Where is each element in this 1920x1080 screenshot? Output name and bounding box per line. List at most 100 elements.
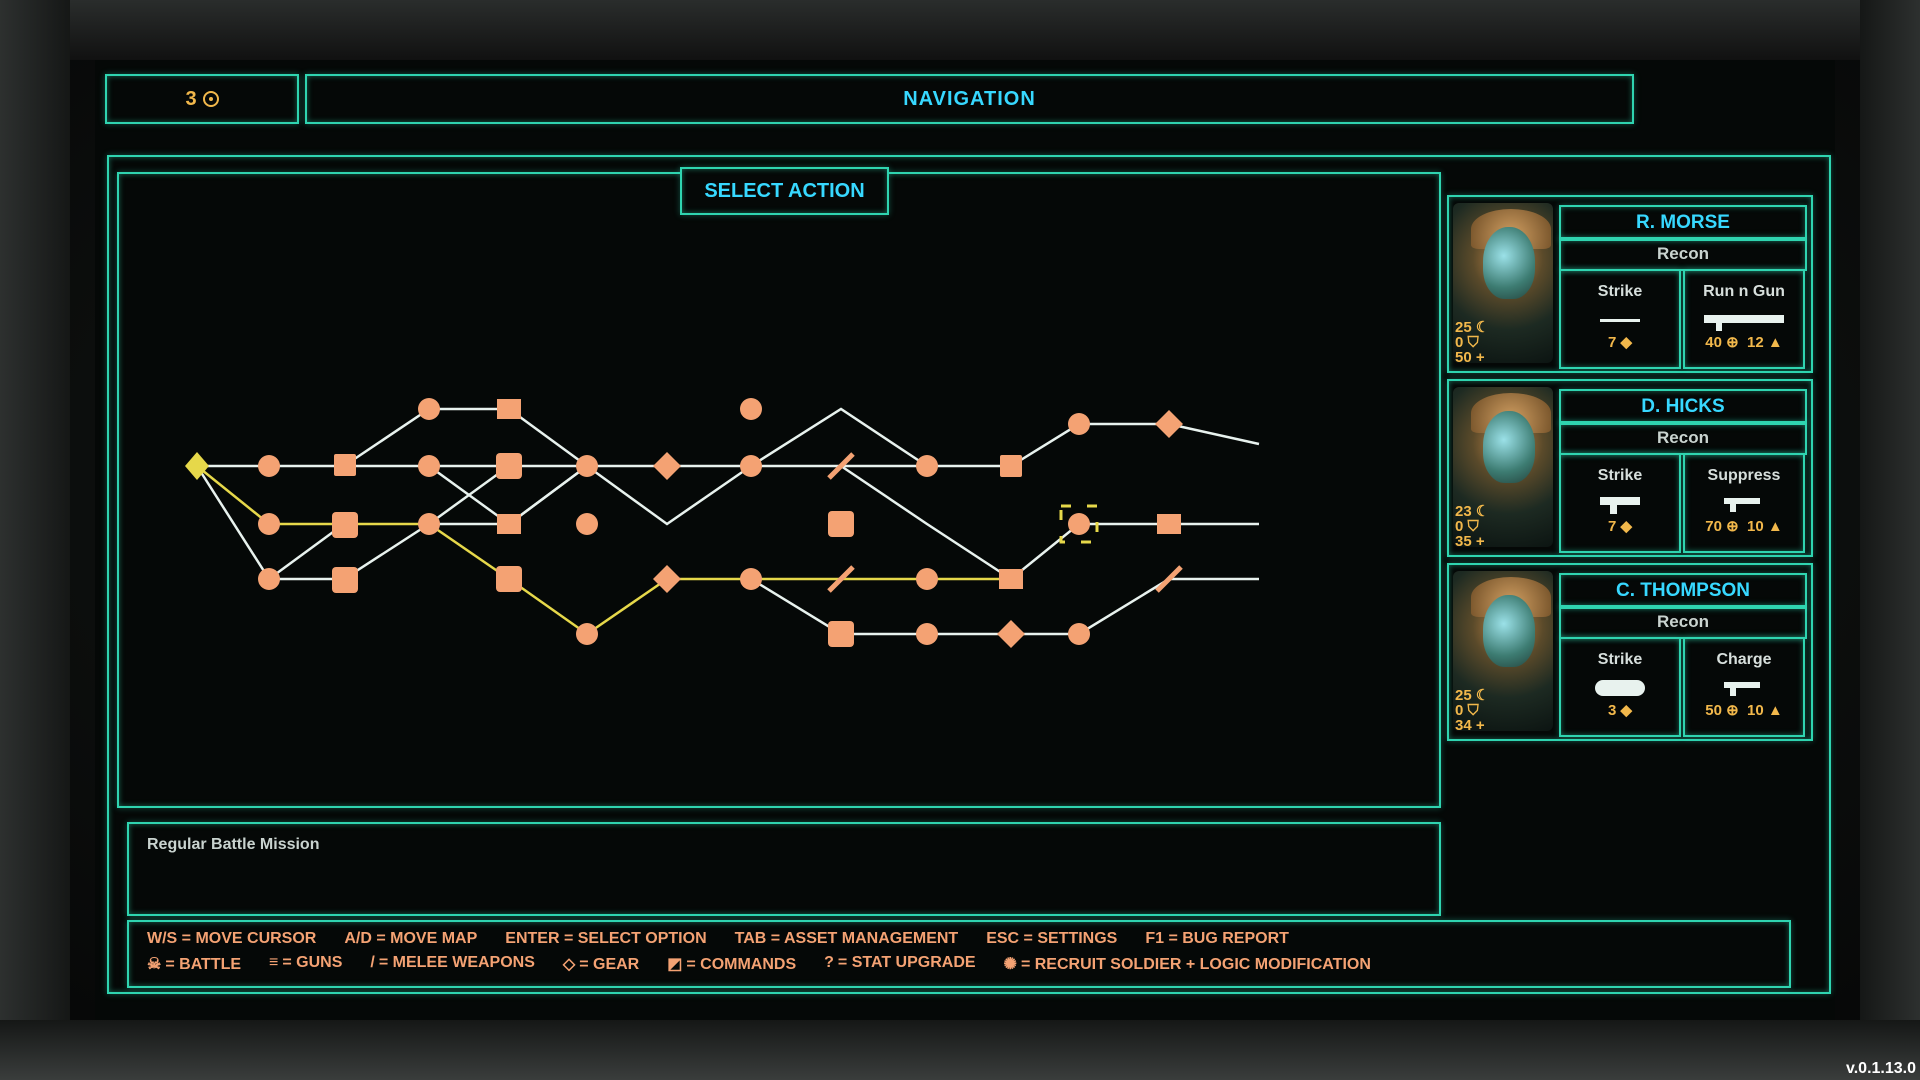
battle-node[interactable] bbox=[576, 513, 598, 535]
guns-icon: ≡ bbox=[269, 954, 279, 971]
select-action-header: SELECT ACTION bbox=[680, 167, 889, 215]
commands-node[interactable] bbox=[1000, 455, 1022, 477]
legend-recruit: ✺= RECRUIT SOLDIER + LOGIC MODIFICATION bbox=[1003, 956, 1371, 973]
ability-slot-1[interactable]: Strike 3 ◆ bbox=[1559, 637, 1681, 737]
soldier-portrait bbox=[1453, 203, 1553, 363]
map-nodes[interactable] bbox=[185, 398, 1183, 648]
soldier-stats: 25 ☾ 0 ⛉ 34 + bbox=[1455, 688, 1489, 733]
stat-speed: 25 ☾ bbox=[1455, 687, 1490, 704]
mission-info-panel: Regular Battle Mission bbox=[127, 822, 1441, 916]
recruit-node[interactable] bbox=[653, 452, 681, 480]
commands-node[interactable] bbox=[334, 454, 356, 476]
control-select-option: ENTER = SELECT OPTION bbox=[505, 930, 707, 947]
ability-slot-2[interactable]: Suppress 70 ⊕ 10 ▲ bbox=[1683, 453, 1805, 553]
ability-slot-1[interactable]: Strike 7 ◆ bbox=[1559, 453, 1681, 553]
battle-node[interactable] bbox=[258, 455, 280, 477]
melee-node[interactable] bbox=[1155, 565, 1183, 593]
battle-node[interactable] bbox=[418, 513, 440, 535]
battle-node[interactable] bbox=[576, 455, 598, 477]
legend-stat-upgrade: ?= STAT UPGRADE bbox=[824, 954, 976, 971]
coin-icon bbox=[202, 91, 219, 107]
version-label: v.0.1.13.0 bbox=[1846, 1060, 1916, 1077]
stat-upgrade-icon: ? bbox=[824, 954, 834, 971]
recruit-node[interactable] bbox=[653, 565, 681, 593]
stat-upgrade-node[interactable] bbox=[332, 567, 358, 593]
monitor-bezel-left bbox=[0, 0, 70, 1080]
stat-health: 50 + bbox=[1455, 349, 1485, 366]
gear-icon: ◇ bbox=[562, 956, 576, 973]
battle-node[interactable] bbox=[740, 455, 762, 477]
soldier-class: Recon bbox=[1559, 605, 1807, 639]
controls-legend: W/S = MOVE CURSOR A/D = MOVE MAP ENTER =… bbox=[127, 920, 1791, 988]
stat-upgrade-node[interactable] bbox=[496, 566, 522, 592]
battle-node[interactable] bbox=[1068, 413, 1090, 435]
battle-node[interactable] bbox=[418, 398, 440, 420]
battle-node[interactable] bbox=[916, 623, 938, 645]
soldier-name: R. MORSE bbox=[1559, 205, 1807, 241]
recruit-node[interactable] bbox=[1155, 410, 1183, 438]
stat-speed: 23 ☾ bbox=[1455, 503, 1490, 520]
soldier-card[interactable]: 23 ☾ 0 ⛉ 35 + D. HICKS Recon Strike 7 ◆ … bbox=[1447, 379, 1813, 557]
legend-battle: ☠= BATTLE bbox=[147, 956, 242, 973]
select-action-text: SELECT ACTION bbox=[704, 179, 865, 202]
battle-icon: ☠ bbox=[147, 956, 162, 973]
gear-node[interactable] bbox=[828, 621, 854, 647]
legend-melee: /= MELEE WEAPONS bbox=[370, 954, 535, 971]
pistol-icon bbox=[1685, 491, 1803, 517]
guns-node[interactable] bbox=[1157, 514, 1181, 534]
soldier-class: Recon bbox=[1559, 237, 1807, 271]
fist-icon bbox=[1561, 675, 1679, 701]
soldier-portrait bbox=[1453, 571, 1553, 731]
monitor-bezel-top bbox=[0, 0, 1920, 60]
node-map[interactable] bbox=[119, 174, 1439, 806]
soldier-card[interactable]: 25 ☾ 0 ⛉ 34 + C. THOMPSON Recon Strike 3… bbox=[1447, 563, 1813, 741]
battle-node[interactable] bbox=[916, 568, 938, 590]
control-move-cursor: W/S = MOVE CURSOR bbox=[147, 930, 317, 947]
battle-node[interactable] bbox=[740, 398, 762, 420]
control-bug-report: F1 = BUG REPORT bbox=[1145, 930, 1289, 947]
knife-icon bbox=[1561, 307, 1679, 333]
melee-node[interactable] bbox=[827, 565, 855, 593]
smg-icon bbox=[1561, 491, 1679, 517]
stat-upgrade-node[interactable] bbox=[828, 511, 854, 537]
ability-slot-2[interactable]: Charge 50 ⊕ 10 ▲ bbox=[1683, 637, 1805, 737]
battle-node[interactable] bbox=[258, 568, 280, 590]
start-node[interactable] bbox=[185, 452, 209, 480]
gear-node[interactable] bbox=[332, 512, 358, 538]
battle-node[interactable] bbox=[916, 455, 938, 477]
stat-upgrade-node[interactable] bbox=[496, 453, 522, 479]
recruit-icon: ✺ bbox=[1003, 956, 1017, 973]
coin-counter: 3 bbox=[105, 74, 299, 124]
game-screen: 3 NAVIGATION bbox=[95, 60, 1835, 1020]
mission-map[interactable] bbox=[117, 172, 1441, 808]
battle-node[interactable] bbox=[740, 568, 762, 590]
coin-count: 3 bbox=[185, 87, 197, 110]
soldier-name: D. HICKS bbox=[1559, 389, 1807, 425]
selected-battle-node[interactable] bbox=[1059, 504, 1099, 544]
guns-node[interactable] bbox=[497, 514, 521, 534]
pistol-icon bbox=[1685, 675, 1803, 701]
battle-node[interactable] bbox=[576, 623, 598, 645]
controls-row-legend: ☠= BATTLE ≡= GUNS /= MELEE WEAPONS ◇= GE… bbox=[147, 954, 1371, 974]
controls-row-keys: W/S = MOVE CURSOR A/D = MOVE MAP ENTER =… bbox=[147, 930, 1289, 948]
main-frame bbox=[107, 155, 1831, 994]
mission-description: Regular Battle Mission bbox=[147, 836, 320, 853]
stat-armor: 0 ⛉ bbox=[1455, 702, 1479, 719]
battle-node[interactable] bbox=[258, 513, 280, 535]
battle-node[interactable] bbox=[1068, 623, 1090, 645]
melee-node[interactable] bbox=[827, 452, 855, 480]
battle-node[interactable] bbox=[418, 455, 440, 477]
guns-node[interactable] bbox=[999, 569, 1023, 589]
guns-node[interactable] bbox=[497, 399, 521, 419]
recruit-node[interactable] bbox=[997, 620, 1025, 648]
legend-guns: ≡= GUNS bbox=[269, 954, 343, 971]
monitor-bezel-bottom bbox=[0, 1020, 1920, 1080]
ability-slot-1[interactable]: Strike 7 ◆ bbox=[1559, 269, 1681, 369]
legend-commands: ◩= COMMANDS bbox=[667, 956, 797, 973]
soldier-stats: 25 ☾ 0 ⛉ 50 + bbox=[1455, 320, 1489, 365]
control-settings: ESC = SETTINGS bbox=[986, 930, 1118, 947]
stat-armor: 0 ⛉ bbox=[1455, 518, 1479, 535]
stat-health: 34 + bbox=[1455, 717, 1485, 734]
ability-slot-2[interactable]: Run n Gun 40 ⊕ 12 ▲ bbox=[1683, 269, 1805, 369]
soldier-card[interactable]: 25 ☾ 0 ⛉ 50 + R. MORSE Recon Strike 7 ◆ … bbox=[1447, 195, 1813, 373]
